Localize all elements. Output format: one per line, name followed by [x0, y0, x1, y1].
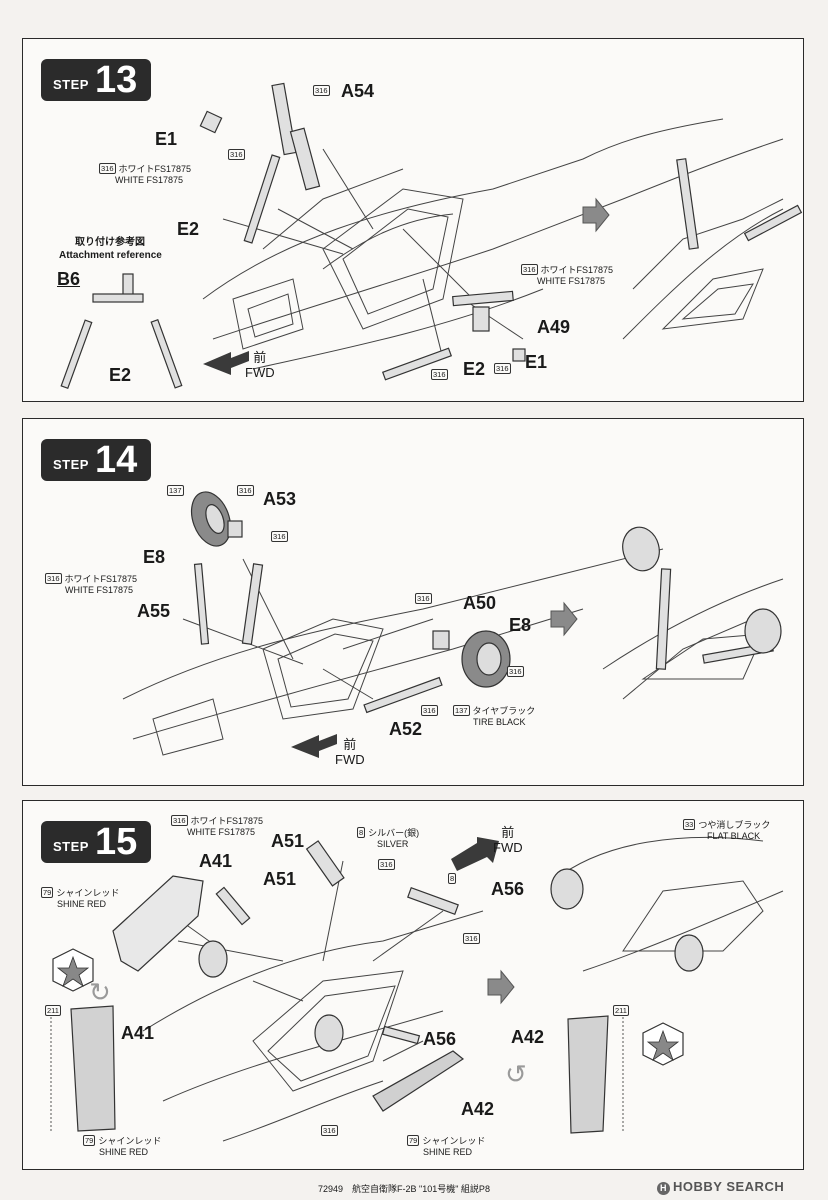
- step-13-illustration: [60, 82, 803, 390]
- part-a41-label: A41: [199, 851, 233, 871]
- step-word: STEP: [53, 838, 89, 854]
- paint-code: 316: [237, 485, 254, 496]
- paint-code: 8: [448, 873, 457, 884]
- part-a51-mid-label: A51: [263, 869, 297, 889]
- part-a54-label: A54: [341, 81, 375, 101]
- paint-code: 316: [378, 859, 395, 870]
- step-14-illustration: [122, 491, 784, 758]
- footer-text: 72949 航空自衛隊F-2B "101号機" 組説P8: [318, 1184, 490, 1194]
- panel-a42-icon: [567, 1015, 609, 1134]
- part-a55-label: A55: [137, 601, 171, 621]
- part-a53-label: A53: [263, 489, 297, 509]
- panel-a41-icon: [70, 1005, 116, 1132]
- step-number: 14: [94, 439, 138, 481]
- part-a50-label: A50: [463, 593, 497, 613]
- part-e8-right-label: E8: [509, 615, 532, 635]
- part-a49-label: A49: [537, 317, 571, 337]
- star-emblem-right-icon: [642, 1022, 684, 1066]
- step-word: STEP: [53, 456, 89, 472]
- paint-code: 316: [228, 149, 245, 160]
- paint-code: 316: [313, 85, 330, 96]
- attachment-reference-en: Attachment reference: [59, 250, 162, 261]
- door-a41-icon: [112, 875, 204, 972]
- rotate-icon: ↺: [505, 1059, 527, 1089]
- part-a56-mid-label: A56: [423, 1029, 457, 1049]
- fwd-arrow-icon: [451, 837, 499, 871]
- part-e2-right-label: E2: [463, 359, 486, 379]
- part-a51-label: A51: [271, 831, 305, 851]
- step-number: 13: [94, 59, 138, 101]
- part-a52-label: A52: [389, 719, 423, 739]
- step-14-badge: STEP 14: [41, 439, 152, 481]
- step-15-illustration: [50, 836, 784, 1142]
- part-e2-label: E2: [177, 219, 200, 239]
- next-arrow-icon: [550, 601, 578, 637]
- paint-code: 316: [507, 666, 524, 677]
- part-a41-left-label: A41: [121, 1023, 155, 1043]
- paint-code: 316: [271, 531, 288, 542]
- next-arrow-icon: [582, 197, 610, 233]
- part-a42-label: A42: [461, 1099, 495, 1119]
- part-a42-right-label: A42: [511, 1027, 545, 1047]
- fwd-arrow-icon: [203, 351, 249, 375]
- paint-code: 316: [415, 593, 432, 604]
- fwd-arrow-icon: [291, 734, 337, 758]
- part-e2-ref-label: E2: [109, 365, 132, 385]
- paint-code: 211: [45, 1005, 61, 1016]
- star-emblem-left-icon: [52, 948, 94, 992]
- paint-code: 316: [494, 363, 511, 374]
- part-e1-label: E1: [155, 129, 178, 149]
- attachment-reference-jp: 取り付け参考図: [75, 237, 145, 248]
- watermark-logo-icon: H: [657, 1182, 670, 1195]
- step-15-badge: STEP 15: [41, 821, 152, 863]
- step-13-badge: STEP 13: [41, 59, 152, 101]
- paint-code: 137: [167, 485, 184, 496]
- rotate-icon: ↻: [89, 977, 111, 1007]
- paint-code: 316: [463, 933, 480, 944]
- paint-code: 316: [421, 705, 438, 716]
- paint-code: 316: [321, 1125, 338, 1136]
- part-e1-right-label: E1: [525, 352, 548, 372]
- paint-code: 211: [613, 1005, 629, 1016]
- paint-code: 316: [431, 369, 448, 380]
- next-arrow-icon: [487, 969, 515, 1005]
- step-number: 15: [94, 821, 138, 863]
- part-b6-label: B6: [57, 269, 81, 289]
- part-a56-label: A56: [491, 879, 525, 899]
- step-word: STEP: [53, 76, 89, 92]
- part-e8-label: E8: [143, 547, 166, 567]
